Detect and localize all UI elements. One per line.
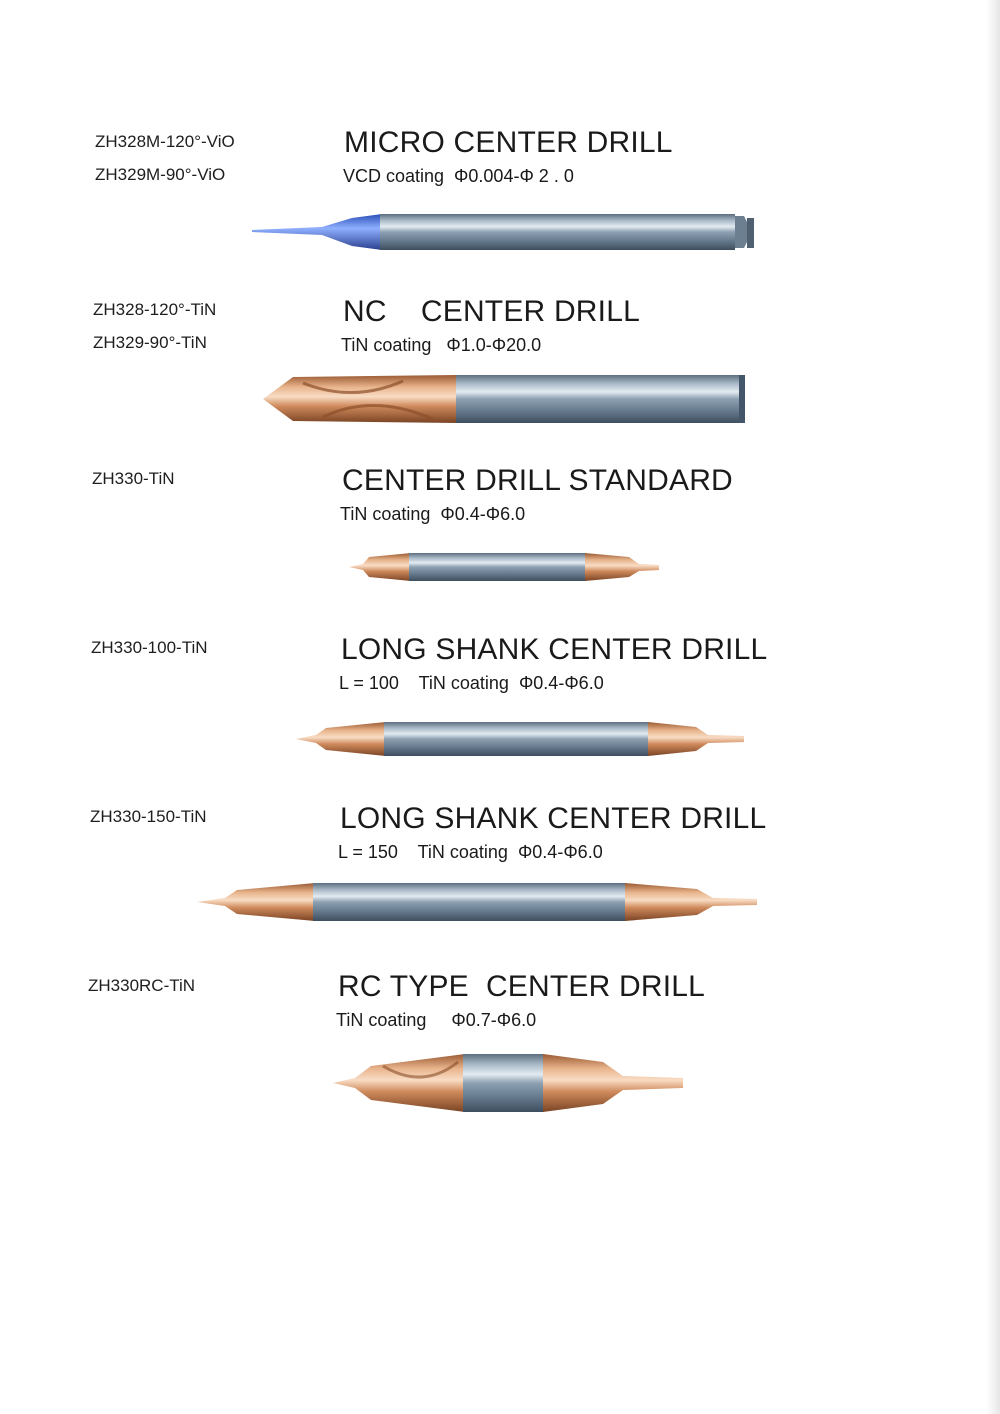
product-code: ZH330-150-TiN — [90, 807, 207, 826]
product-spec: TiN coating Φ1.0-Φ20.0 — [341, 335, 542, 355]
center-drill-standard-image — [349, 549, 661, 585]
page-edge-shadow — [986, 0, 1000, 1414]
product-spec: VCD coating Φ0.004-Φ 2 . 0 — [343, 166, 574, 186]
product-code: ZH329M-90°-ViO — [95, 165, 226, 184]
long-shank-center-drill-150-image — [197, 879, 759, 925]
long-shank-center-drill-100-image — [296, 718, 746, 760]
micro-center-drill-image — [252, 210, 757, 254]
nc-center-drill-image — [263, 373, 748, 425]
product-code: ZH328M-120°-ViO — [95, 132, 235, 151]
product-title: RC TYPE CENTER DRILL — [338, 970, 706, 1003]
product-code: ZH328-120°-TiN — [93, 300, 217, 319]
product-code: ZH330-100-TiN — [91, 638, 208, 657]
product-code: ZH329-90°-TiN — [93, 333, 207, 352]
product-title: NC CENTER DRILL — [343, 295, 640, 328]
product-title: LONG SHANK CENTER DRILL — [341, 633, 768, 666]
product-spec: TiN coating Φ0.7-Φ6.0 — [336, 1010, 537, 1030]
product-code: ZH330-TiN — [92, 469, 175, 488]
product-spec: TiN coating Φ0.4-Φ6.0 — [340, 504, 526, 524]
product-code: ZH330RC-TiN — [88, 976, 196, 995]
product-title: CENTER DRILL STANDARD — [342, 464, 733, 497]
product-title: LONG SHANK CENTER DRILL — [340, 802, 767, 835]
rc-type-center-drill-image — [333, 1050, 685, 1116]
product-title: MICRO CENTER DRILL — [344, 126, 673, 159]
product-spec: L = 150 TiN coating Φ0.4-Φ6.0 — [338, 842, 603, 862]
product-spec: L = 100 TiN coating Φ0.4-Φ6.0 — [339, 673, 604, 693]
